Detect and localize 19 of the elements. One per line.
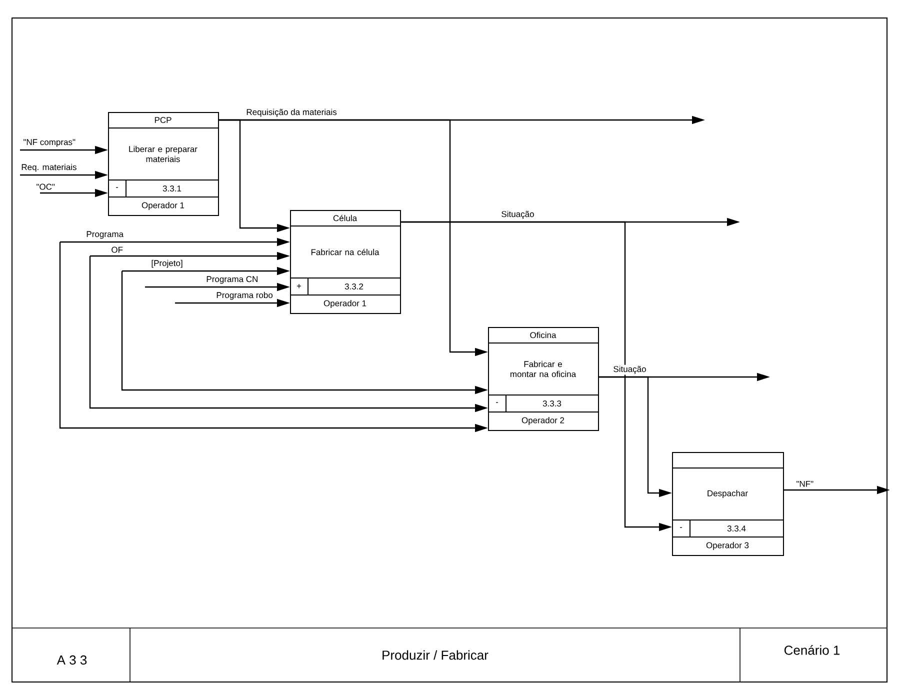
- edge-label: OF: [110, 246, 124, 254]
- edge-label: "NF compras": [22, 138, 77, 148]
- edge-label: "OC": [35, 182, 56, 191]
- edge-label: Situação: [500, 210, 536, 220]
- edge-label: "NF": [795, 480, 815, 488]
- edge-label: Programa: [85, 230, 125, 240]
- title-block-text: Cenário 1: [784, 645, 840, 655]
- edge-label: [Projeto]: [150, 258, 184, 269]
- activity-box: Oficina Fabricar e montar na oficina - 3.3.3 Operador 2: [488, 327, 599, 431]
- activity-box: PCP Liberar e preparar materiais - 3.3.1 Operador 1: [108, 112, 219, 216]
- activity-box: Célula Fabricar na célula + 3.3.2 Operador 1: [290, 210, 401, 314]
- edge-label: Situação: [612, 364, 648, 375]
- title-block-text: A 3 3: [56, 655, 87, 665]
- edge-label: Programa robo: [215, 290, 274, 301]
- title: Produzir / Fabricar: [382, 650, 488, 660]
- activity-box: Despachar - 3.3.4 Operador 3: [672, 452, 784, 556]
- edge-label: Programa CN: [205, 275, 260, 285]
- edge-label: Requisição da materiais: [245, 108, 338, 118]
- edge-label: Req. materiais: [20, 162, 78, 173]
